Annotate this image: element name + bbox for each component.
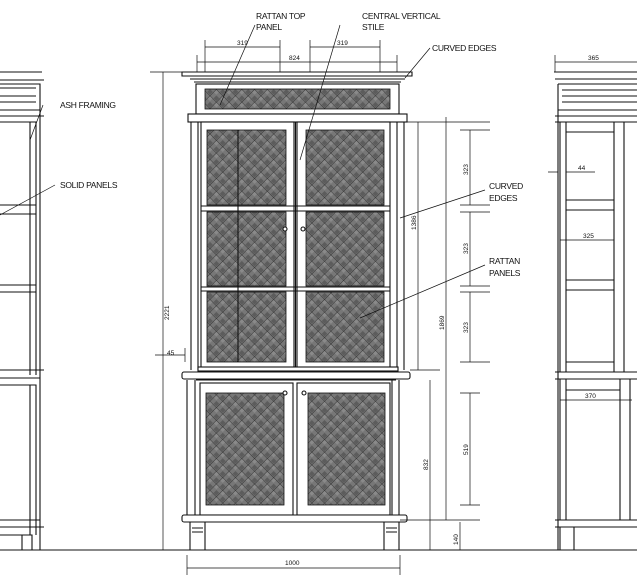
- label-ash-framing: ASH FRAMING: [60, 100, 116, 110]
- label-central-vertical-stile: CENTRAL VERTICAL: [362, 11, 441, 21]
- door-knob-icon: [301, 390, 307, 396]
- label-rattan-panels-line2: PANELS: [489, 268, 521, 278]
- dimension-values: 319 319 824 365 44 325 370 45 1000 2221 …: [164, 40, 599, 567]
- label-curved-edges-line2: EDGES: [489, 193, 518, 203]
- dim-1386: 1386: [411, 215, 418, 230]
- label-solid-panels: SOLID PANELS: [60, 180, 118, 190]
- left-side-cabinet: [0, 71, 44, 550]
- dim-370: 370: [585, 393, 596, 400]
- dim-323-1: 323: [463, 164, 470, 175]
- label-rattan-top-panel-line2: PANEL: [256, 22, 282, 32]
- dim-323-3: 323: [463, 322, 470, 333]
- dim-2221: 2221: [164, 305, 171, 320]
- dim-325: 325: [583, 233, 594, 240]
- label-rattan-top-panel: RATTAN TOP: [256, 11, 306, 21]
- main-cabinet: [181, 71, 413, 550]
- dim-44: 44: [578, 165, 586, 172]
- right-side-cabinet: [554, 71, 637, 550]
- dim-365: 365: [588, 55, 599, 62]
- dim-832: 832: [423, 459, 430, 470]
- dim-319-right: 319: [337, 40, 348, 47]
- dimension-lines: [150, 40, 637, 575]
- label-curved-edges-top: CURVED EDGES: [432, 43, 497, 53]
- dim-824: 824: [289, 55, 300, 62]
- door-knob-icon: [282, 390, 288, 396]
- callout-labels: RATTAN TOP PANEL CENTRAL VERTICAL STILE …: [60, 11, 523, 278]
- dim-45: 45: [167, 350, 175, 357]
- dim-319-left: 319: [237, 40, 248, 47]
- label-central-vertical-stile-line2: STILE: [362, 22, 385, 32]
- leader-lines: [0, 24, 486, 319]
- rattan-top-panel: [204, 88, 391, 110]
- dim-1869: 1869: [439, 315, 446, 330]
- dim-1000: 1000: [285, 560, 300, 567]
- dim-519: 519: [463, 444, 470, 455]
- label-curved-edges: CURVED: [489, 181, 523, 191]
- dim-323-2: 323: [463, 243, 470, 254]
- dim-140: 140: [453, 534, 460, 545]
- door-knob-icon: [282, 226, 288, 232]
- door-knob-icon: [300, 226, 306, 232]
- label-rattan-panels: RATTAN: [489, 256, 520, 266]
